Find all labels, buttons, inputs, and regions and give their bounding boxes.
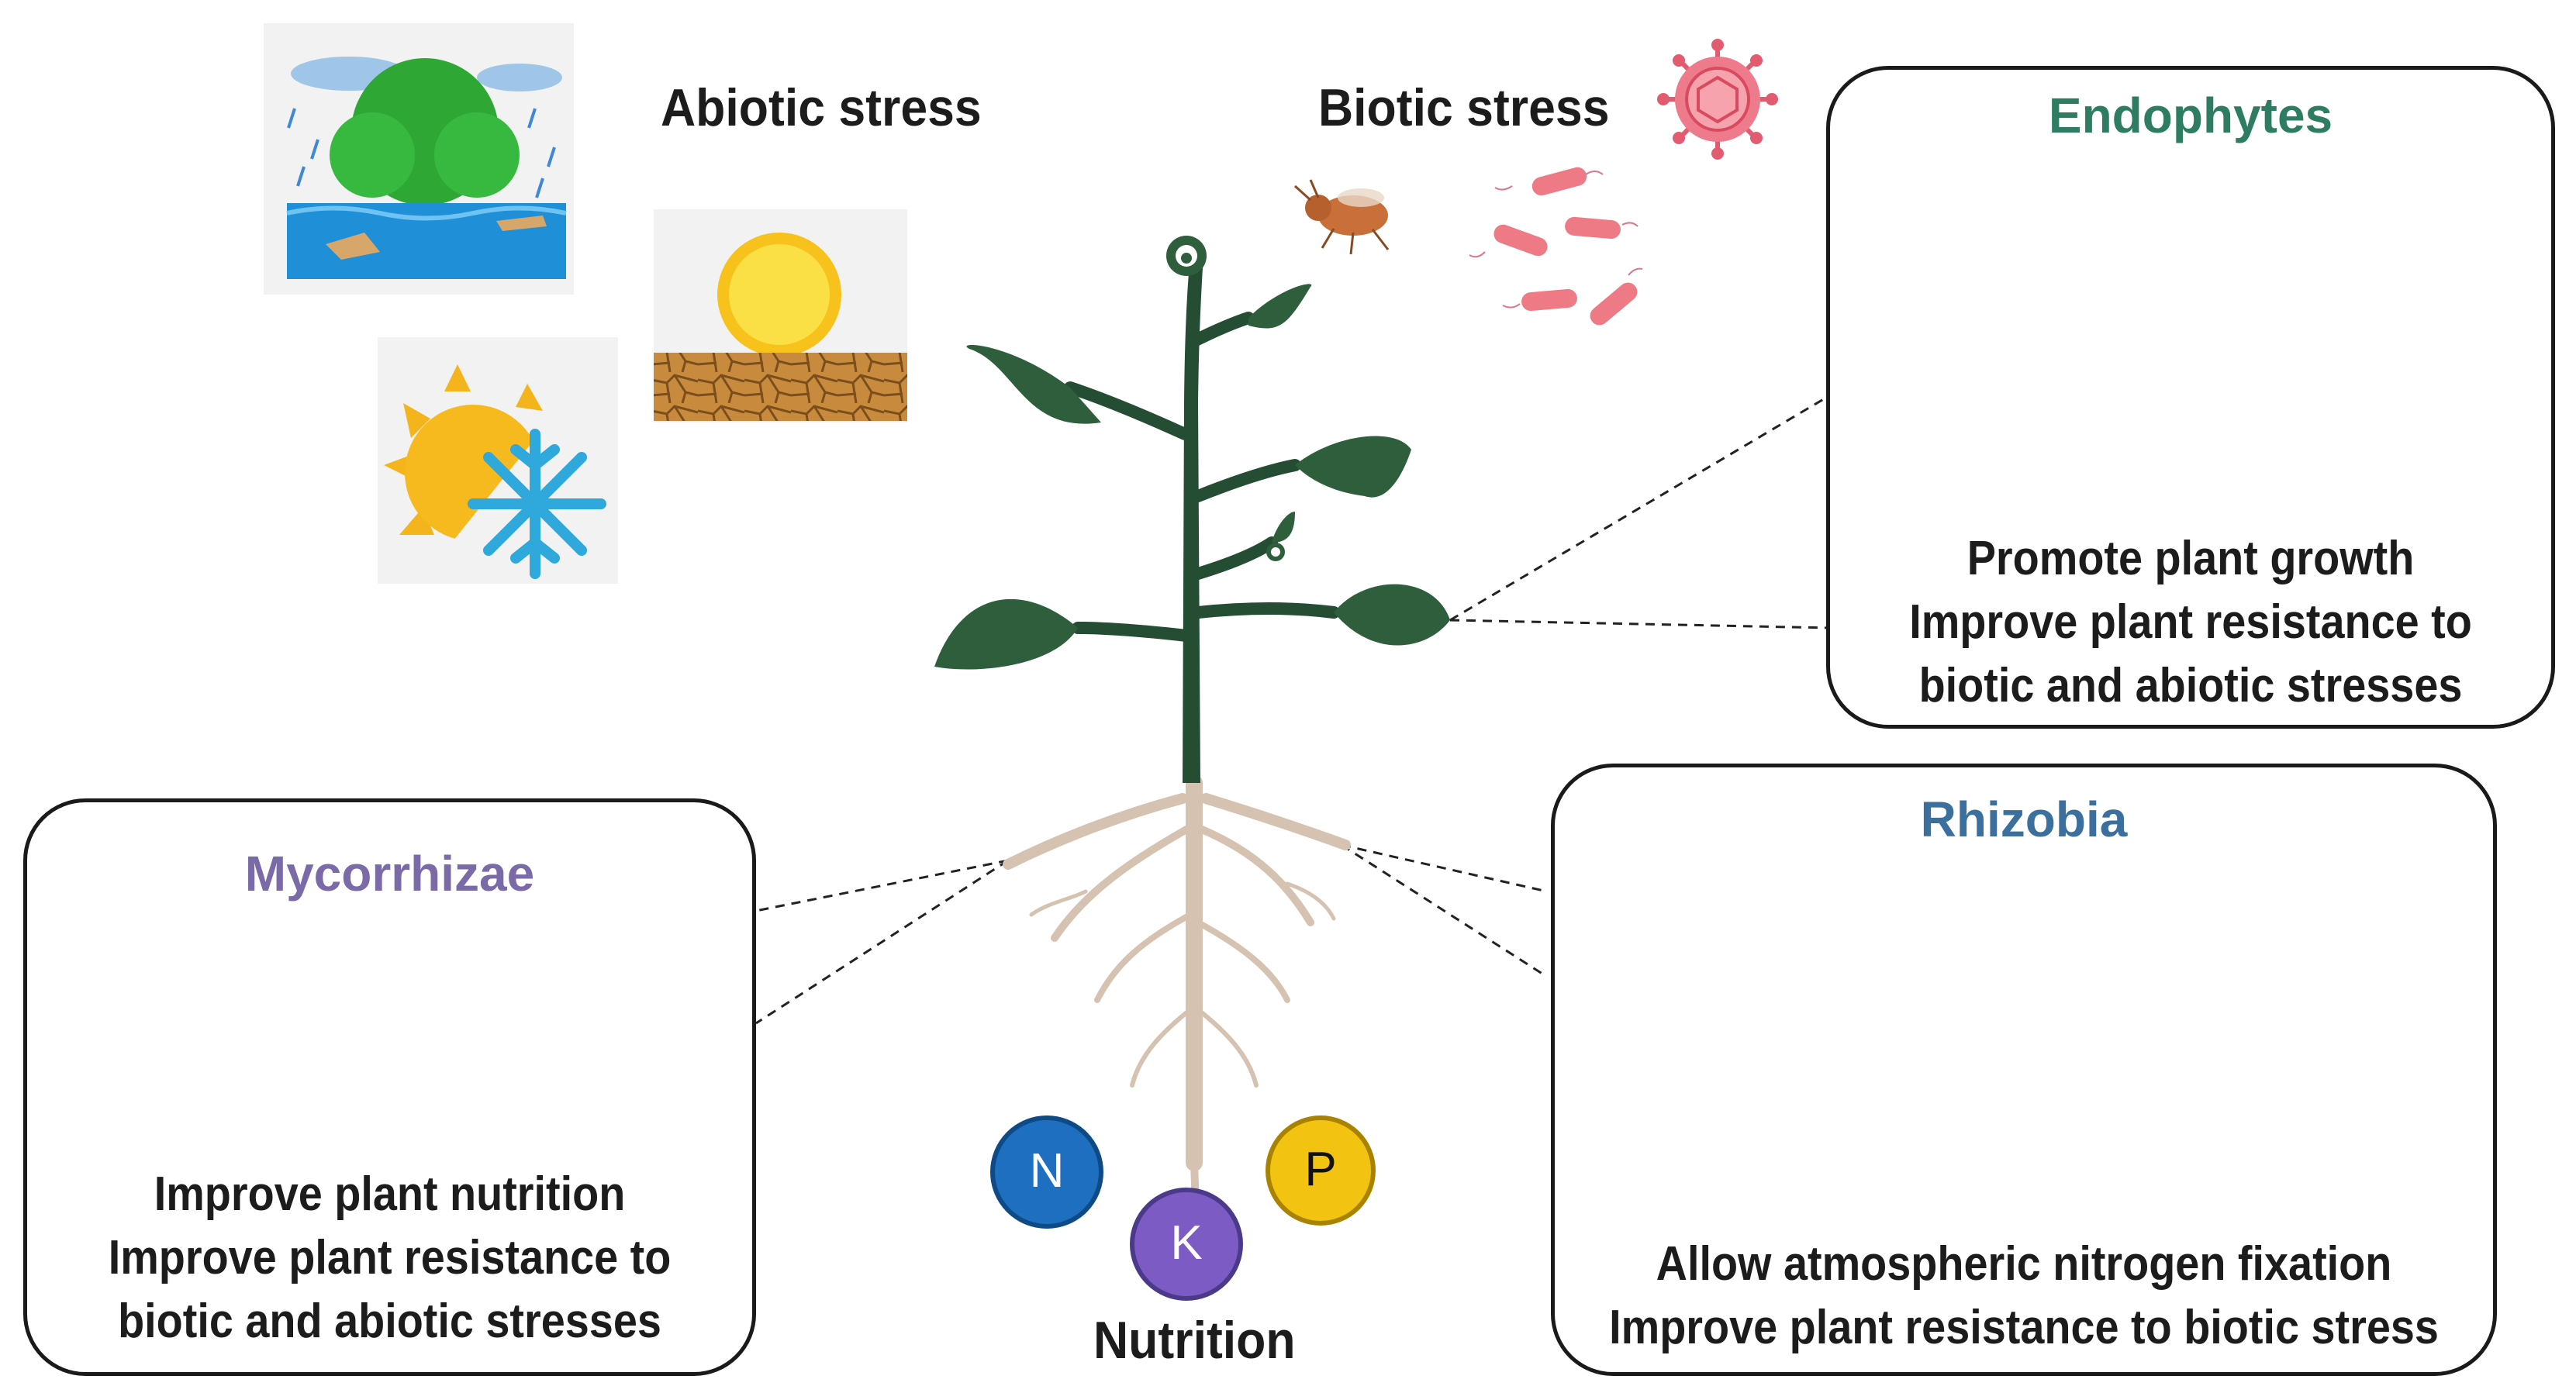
nutrient-circles xyxy=(990,1115,1376,1301)
mycorrhizae-title: Mycorrhizae xyxy=(244,846,535,902)
biotic-stress-label: Biotic stress xyxy=(1318,78,1610,137)
mycorrhizae-line-2: Improve plant resistance to xyxy=(108,1231,672,1284)
connector-mycorrhizae-upper xyxy=(755,859,1009,912)
rhizobia-title: Rhizobia xyxy=(1920,791,2128,847)
bacteria-icon xyxy=(1469,167,1643,326)
rhizobia-box xyxy=(1551,764,2497,1376)
endophytes-line-2: Improve plant resistance to xyxy=(1909,595,2472,649)
endophytes-box xyxy=(1826,66,2555,729)
plant-illustration xyxy=(934,236,1450,1275)
abiotic-stress-label: Abiotic stress xyxy=(661,78,982,137)
endophytes-description: Promote plant growth Improve plant resis… xyxy=(1863,527,2519,718)
endophytes-line-3: biotic and abiotic stresses xyxy=(1918,659,2463,712)
nutrition-label: Nutrition xyxy=(1093,1311,1296,1370)
endophytes-title: Endophytes xyxy=(2048,88,2333,143)
mycorrhizae-box xyxy=(23,798,756,1376)
drought-sun-icon xyxy=(654,209,907,422)
mycorrhizae-line-1: Improve plant nutrition xyxy=(154,1167,626,1221)
leaf xyxy=(966,345,1101,424)
connector-lines xyxy=(755,394,1831,1025)
connector-endophytes-upper xyxy=(1449,394,1831,622)
nutrient-p-label: P xyxy=(1304,1143,1337,1196)
virus-icon xyxy=(1657,39,1778,160)
insect-pest-icon xyxy=(1293,179,1390,255)
flood-icon xyxy=(264,23,574,295)
rhizobia-line-1: Allow atmospheric nitrogen fixation xyxy=(1656,1237,2392,1291)
connector-rhizobia-lower xyxy=(1341,843,1548,978)
nutrient-k-label: K xyxy=(1170,1216,1203,1270)
endophytes-line-1: Promote plant growth xyxy=(1967,532,2415,585)
mycorrhizae-description: Improve plant nutrition Improve plant re… xyxy=(60,1163,720,1353)
connector-rhizobia-upper xyxy=(1341,843,1548,893)
nutrient-n-label: N xyxy=(1029,1144,1065,1198)
connector-endophytes-lower xyxy=(1449,619,1831,629)
connector-mycorrhizae-lower xyxy=(755,859,1009,1025)
mycorrhizae-line-3: biotic and abiotic stresses xyxy=(118,1295,661,1348)
nutrient-p-circle xyxy=(1266,1115,1376,1226)
rhizobia-line-2: Improve plant resistance to biotic stres… xyxy=(1609,1301,2439,1354)
hot-cold-icon xyxy=(378,337,618,584)
nutrient-n-circle xyxy=(990,1115,1103,1229)
rhizobia-description: Allow atmospheric nitrogen fixation Impr… xyxy=(1598,1233,2450,1360)
nutrient-k-circle xyxy=(1130,1188,1243,1301)
